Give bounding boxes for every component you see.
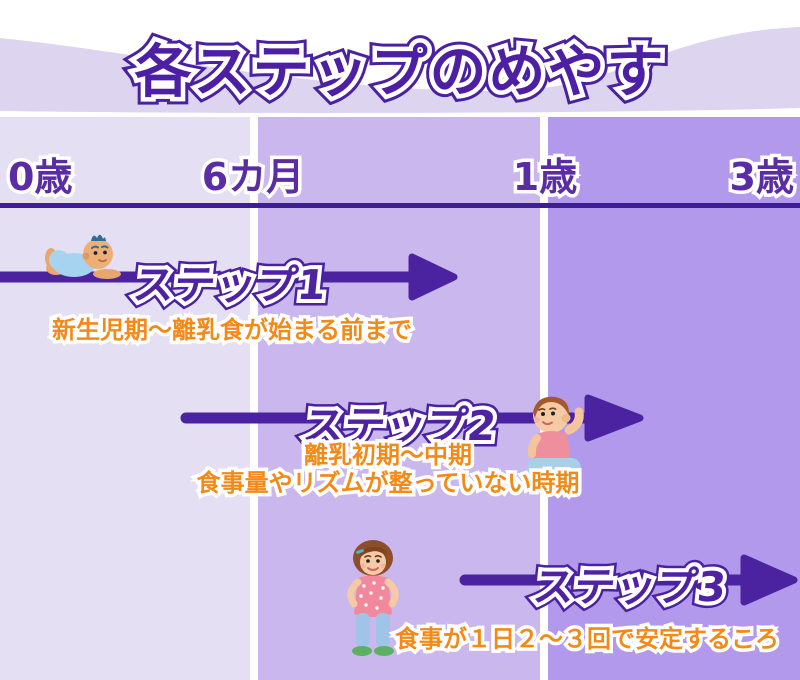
step-2-caption-line-2-outline: 食事量やリズムが整っていない時期 <box>193 466 583 501</box>
age-label-6months: 6カ月 6カ月 <box>198 146 307 203</box>
age-column-6m-1y <box>258 117 540 680</box>
step-1-caption-outline: 新生児期〜離乳食が始まる前まで <box>49 313 416 348</box>
step-1-label-text: ステップ1 <box>130 261 329 309</box>
step-3-caption-text: 食事が１日２〜３回で安定するころ <box>395 625 779 653</box>
age-label-3years: 3歳 3歳 <box>726 146 798 203</box>
age-label-3years-text: 3歳 <box>729 155 794 199</box>
age-label-1year-outline: 1歳 <box>509 152 581 203</box>
crawling-baby-icon <box>45 234 121 279</box>
page-title-white-outline: 各ステップのめやす <box>130 35 668 110</box>
timeline-axis-line <box>0 203 800 208</box>
standing-toddler-icon <box>347 540 399 656</box>
step-2-arrow <box>180 394 644 442</box>
header-wave <box>0 27 800 113</box>
age-label-1year-text: 1歳 <box>512 155 578 199</box>
step-3-label: ステップ3 ステップ3 ステップ3 <box>524 553 735 618</box>
age-label-0-outline: 0歳 <box>4 152 76 203</box>
step-1-label: ステップ1 ステップ1 ステップ1 <box>124 251 335 316</box>
step-2-caption-line-1-text: 離乳初期〜中期 <box>304 441 472 469</box>
age-column-0-6m <box>0 117 250 680</box>
page-title-text: 各ステップのめやす <box>134 39 666 105</box>
step-2-caption-line-2: 食事量やリズムが整っていない時期 食事量やリズムが整っていない時期 <box>193 466 583 501</box>
step-2-caption-line-2-text: 食事量やリズムが整っていない時期 <box>196 469 580 497</box>
step-2-caption: 離乳初期〜中期 離乳初期〜中期 食事量やリズムが整っていない時期 食事量やリズム… <box>193 438 583 501</box>
age-label-0-text: 0歳 <box>8 155 73 199</box>
age-label-6months-text: 6カ月 <box>201 155 305 199</box>
age-label-0: 0歳 0歳 <box>4 146 76 203</box>
step-3-label-text: ステップ3 <box>530 563 729 611</box>
step-3-caption-outline: 食事が１日２〜３回で安定するころ <box>392 622 783 657</box>
step-1-caption-text: 新生児期〜離乳食が始まる前まで <box>52 316 412 344</box>
page-title-outer-outline: 各ステップのめやす <box>127 32 671 113</box>
age-label-3years-outline: 3歳 <box>726 152 798 203</box>
age-label-1year: 1歳 1歳 <box>509 146 581 203</box>
sitting-baby-icon <box>527 396 584 480</box>
step-1-caption: 新生児期〜離乳食が始まる前まで 新生児期〜離乳食が始まる前まで <box>49 310 416 348</box>
step-1-arrow <box>0 253 458 301</box>
step-2-caption-line-1-outline: 離乳初期〜中期 <box>301 438 476 473</box>
step-2-caption-line-1: 離乳初期〜中期 離乳初期〜中期 <box>301 438 476 473</box>
page-title: 各ステップのめやす 各ステップのめやす 各ステップのめやす <box>127 26 671 113</box>
step-3-arrow <box>459 554 798 606</box>
age-label-6months-outline: 6カ月 <box>198 152 307 203</box>
step-3-caption: 食事が１日２〜３回で安定するころ 食事が１日２〜３回で安定するころ <box>392 619 783 657</box>
